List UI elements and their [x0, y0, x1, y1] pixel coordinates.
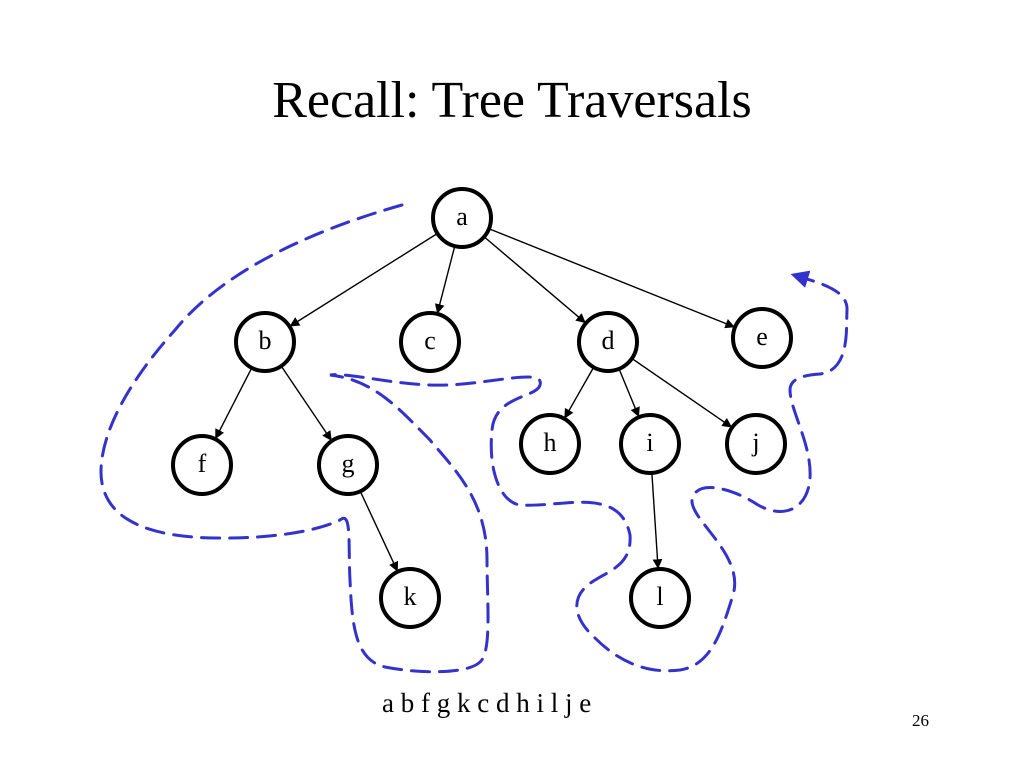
- traversal-path: [99, 203, 849, 674]
- edge-d-h: [564, 365, 596, 419]
- tree-edges: [215, 227, 736, 572]
- node-label-e: e: [756, 322, 768, 351]
- node-label-a: a: [456, 202, 468, 231]
- node-circle-f: [171, 434, 233, 496]
- node-circle-a: [431, 187, 493, 249]
- page-number: 26: [912, 711, 929, 730]
- edge-g-k: [358, 489, 399, 572]
- edge-a-b: [289, 231, 440, 327]
- edge-i-l: [651, 470, 663, 570]
- node-circle-j: [725, 413, 787, 475]
- tree-node-l: l: [629, 567, 691, 629]
- node-circle-l: [629, 567, 691, 629]
- edge-d-i: [617, 366, 640, 418]
- node-label-d: d: [602, 326, 615, 355]
- tree-node-j: j: [725, 413, 787, 475]
- edge-b-f: [215, 365, 254, 440]
- tree-node-f: f: [171, 434, 233, 496]
- node-circle-k: [379, 567, 441, 629]
- node-circle-i: [619, 413, 681, 475]
- node-circle-c: [399, 311, 461, 373]
- tree-node-d: d: [577, 311, 639, 373]
- edge-a-e: [486, 227, 736, 329]
- node-label-b: b: [259, 326, 272, 355]
- node-label-k: k: [404, 582, 417, 611]
- node-circle-h: [519, 413, 581, 475]
- edge-b-g: [279, 363, 332, 441]
- tree-node-h: h: [519, 413, 581, 475]
- traversal-order-text: a b f g k c d h i l j e: [382, 688, 592, 718]
- node-circle-g: [317, 434, 379, 496]
- tree-node-b: b: [234, 311, 296, 373]
- tree-node-e: e: [731, 307, 793, 369]
- slide-title: Recall: Tree Traversals: [272, 72, 752, 129]
- node-label-i: i: [646, 428, 653, 457]
- edge-a-c: [434, 243, 456, 314]
- edge-a-d: [482, 234, 586, 324]
- node-label-f: f: [198, 449, 207, 478]
- node-label-l: l: [656, 582, 663, 611]
- tree-node-c: c: [399, 311, 461, 373]
- tree-node-a: a: [431, 187, 493, 249]
- tree-node-i: i: [619, 413, 681, 475]
- edge-d-j: [629, 356, 733, 428]
- node-circle-e: [731, 307, 793, 369]
- node-label-h: h: [544, 428, 557, 457]
- tree-node-k: k: [379, 567, 441, 629]
- tree-nodes: a b c d e f g h i j k l: [171, 187, 793, 629]
- node-label-c: c: [424, 326, 436, 355]
- node-label-j: j: [751, 428, 759, 457]
- node-circle-b: [234, 311, 296, 373]
- node-label-g: g: [342, 449, 355, 478]
- node-circle-d: [577, 311, 639, 373]
- tree-node-g: g: [317, 434, 379, 496]
